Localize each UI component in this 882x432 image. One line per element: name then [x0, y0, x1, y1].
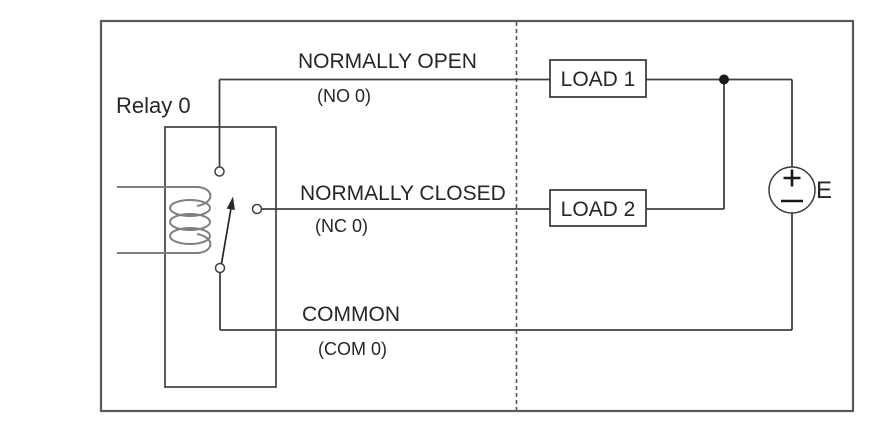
- load2-label: LOAD 2: [561, 198, 636, 221]
- coil-hook-bottom: [195, 233, 212, 254]
- no0-sublabel: (NO 0): [317, 86, 371, 106]
- coil-turn: [169, 227, 211, 245]
- relay-box: [164, 126, 277, 388]
- relay-label: Relay 0: [116, 93, 191, 118]
- coil-turn: [169, 213, 211, 231]
- coil-turn: [169, 199, 211, 217]
- load1-label: LOAD 1: [561, 68, 636, 91]
- diagram-border: [99, 19, 855, 413]
- load2-box: LOAD 2: [549, 189, 647, 227]
- coil-hook-top: [195, 186, 212, 207]
- voltage-source-icon: [768, 166, 816, 214]
- com-contact-icon: [214, 262, 226, 274]
- nc0-sublabel: (NC 0): [315, 216, 368, 236]
- no-contact-icon: [214, 166, 225, 177]
- junction-dot: [719, 74, 729, 85]
- normally-closed-label: NORMALLY CLOSED: [300, 182, 506, 205]
- load1-box: LOAD 1: [549, 59, 647, 98]
- nc-contact-icon: [251, 203, 263, 215]
- relay-coil-icon: [117, 186, 212, 254]
- plus-icon: [783, 169, 801, 187]
- switch-armature-icon: [220, 196, 235, 264]
- com0-sublabel: (COM 0): [318, 339, 387, 359]
- source-label: E: [816, 177, 832, 204]
- common-label: COMMON: [302, 303, 400, 326]
- normally-open-label: NORMALLY OPEN: [298, 50, 477, 73]
